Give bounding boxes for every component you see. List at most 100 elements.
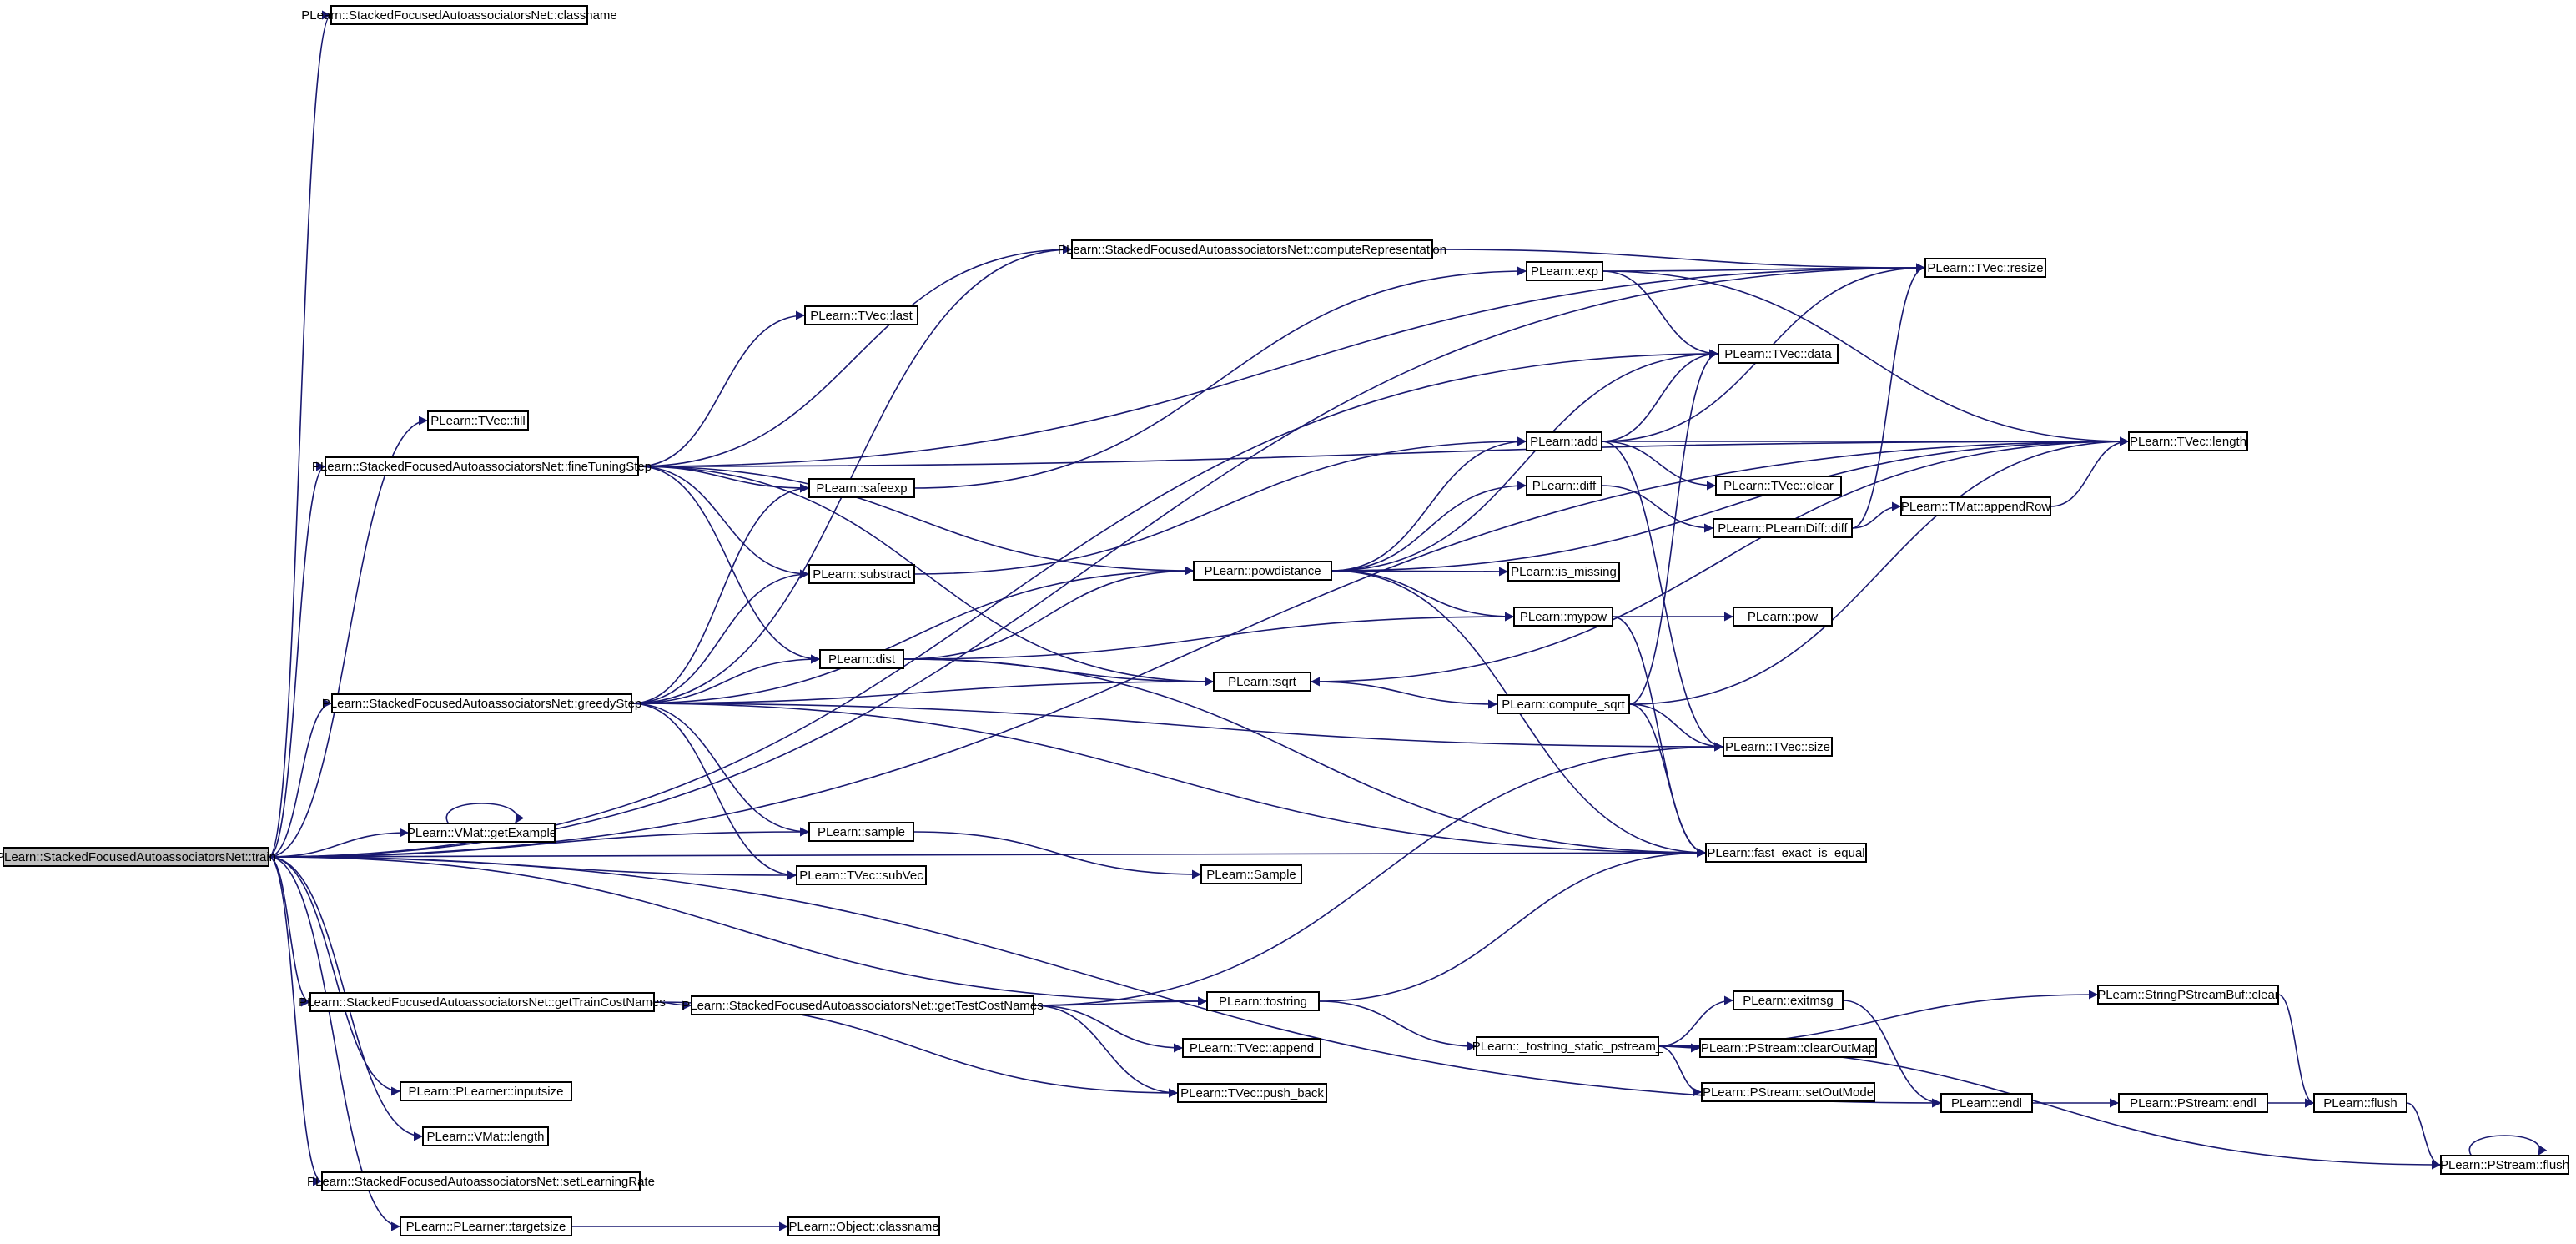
- node-box: [2118, 1093, 2268, 1113]
- graph-node-diff[interactable]: PLearn::diff: [1526, 476, 1602, 496]
- graph-node-fast_exact_is_equal[interactable]: PLearn::fast_exact_is_equal: [1705, 843, 1867, 863]
- graph-node-tostring[interactable]: PLearn::tostring: [1206, 991, 1320, 1011]
- graph-node-classname_sfan[interactable]: PLearn::StackedFocusedAutoassociatorsNet…: [301, 5, 617, 25]
- graph-node-dist[interactable]: PLearn::dist: [819, 649, 904, 669]
- node-box: [1497, 694, 1630, 714]
- graph-node-add[interactable]: PLearn::add: [1526, 431, 1602, 451]
- graph-node-exitmsg[interactable]: PLearn::exitmsg: [1733, 990, 1844, 1010]
- node-box: [330, 5, 588, 25]
- graph-node-sqrt[interactable]: PLearn::sqrt: [1213, 672, 1311, 692]
- edge-train-to-endl: [268, 856, 1942, 1108]
- graph-node-tmat_appendRow[interactable]: PLearn::TMat::appendRow: [1900, 496, 2051, 516]
- edge-train-to-sample: [268, 827, 810, 858]
- node-box: [2440, 1155, 2569, 1175]
- graph-node-tvec_subVec[interactable]: PLearn::TVec::subVec: [796, 865, 927, 885]
- edge-tostring-to-fast_exact_is_equal: [1318, 848, 1707, 1002]
- graph-node-tvec_length[interactable]: PLearn::TVec::length: [2128, 431, 2248, 451]
- graph-node-greedyStep[interactable]: PLearn::StackedFocusedAutoassociatorsNet…: [322, 693, 642, 713]
- edge-dist-to-powdistance: [903, 566, 1195, 660]
- node-box: [1713, 518, 1853, 538]
- graph-node-tvec_clear[interactable]: PLearn::TVec::clear: [1715, 476, 1842, 496]
- edge-train-to-classname_sfan: [268, 10, 332, 858]
- node-box: [321, 1171, 641, 1191]
- edge-train-to-vmat_getExample: [268, 828, 410, 858]
- graph-node-is_missing[interactable]: PLearn::is_missing: [1507, 562, 1620, 582]
- edge-compute_sqrt-to-fast_exact_is_equal: [1628, 703, 1707, 858]
- edge-powdistance-to-tvec_length: [1331, 436, 2130, 572]
- graph-node-tvec_last[interactable]: PLearn::TVec::last: [804, 305, 918, 325]
- graph-node-plearndiff_diff[interactable]: PLearn::PLearnDiff::diff: [1713, 518, 1853, 538]
- edge-greedyStep-to-safeexp: [631, 483, 810, 704]
- edge-greedyStep-to-sample: [631, 703, 810, 837]
- graph-node-flush[interactable]: PLearn::flush: [2313, 1093, 2407, 1113]
- graph-node-computeRepresentation[interactable]: PLearn::StackedFocusedAutoassociatorsNet…: [1058, 239, 1446, 259]
- edge-getTrainCostNames-to-tvec_push_back: [653, 1001, 1179, 1098]
- edge-train-to-getTrainCostNames: [268, 856, 311, 1007]
- graph-node-tvec_fill[interactable]: PLearn::TVec::fill: [427, 410, 529, 431]
- graph-node-pstream_endl[interactable]: PLearn::PStream::endl: [2118, 1093, 2268, 1113]
- graph-node-tvec_push_back[interactable]: PLearn::TVec::push_back: [1177, 1083, 1327, 1103]
- graph-node-vmat_getExample[interactable]: PLearn::VMat::getExample: [407, 823, 556, 843]
- edge-train-to-plearner_inputsize: [268, 856, 401, 1096]
- edge-train-to-fineTuningStep: [268, 461, 326, 858]
- graph-node-sample[interactable]: PLearn::sample: [808, 822, 914, 842]
- edge-powdistance-to-tvec_data: [1331, 349, 1719, 572]
- edge-stringpstreambuf_clear-to-flush: [2277, 994, 2315, 1108]
- graph-node-pstream_flush[interactable]: PLearn::PStream::flush: [2440, 1155, 2569, 1175]
- graph-node-pstream_setOutMode[interactable]: PLearn::PStream::setOutMode: [1701, 1082, 1875, 1102]
- graph-node-vmat_length[interactable]: PLearn::VMat::length: [422, 1126, 549, 1146]
- edge-train-to-greedyStep: [268, 698, 333, 858]
- node-box: [819, 649, 904, 669]
- node-box: [325, 456, 639, 476]
- graph-node-Sample[interactable]: PLearn::Sample: [1200, 864, 1302, 884]
- graph-node-exp[interactable]: PLearn::exp: [1526, 261, 1603, 281]
- edge-add-to-tvec_clear: [1601, 441, 1717, 491]
- edge-greedyStep-to-tvec_size: [631, 703, 1724, 752]
- edge-train-to-setLearningRate: [268, 856, 323, 1186]
- edge-fineTuningStep-to-dist: [637, 466, 821, 664]
- graph-node-tvec_append[interactable]: PLearn::TVec::append: [1182, 1038, 1321, 1058]
- edge-dist-to-mypow: [903, 612, 1515, 660]
- edge-fineTuningStep-to-tvec_resize: [637, 263, 1926, 467]
- graph-node-substract[interactable]: PLearn::substract: [808, 564, 915, 584]
- edge-greedyStep-to-dist: [631, 654, 821, 704]
- edge-train-to-tvec_resize: [268, 263, 1926, 858]
- edge-train-to-tvec_fill: [268, 416, 429, 858]
- graph-node-powdistance[interactable]: PLearn::powdistance: [1193, 561, 1332, 581]
- graph-node-safeexp[interactable]: PLearn::safeexp: [808, 478, 915, 498]
- graph-node-mypow[interactable]: PLearn::mypow: [1513, 607, 1613, 627]
- node-label: PLearn::StackedFocusedAutoassociatorsNet…: [301, 8, 617, 23]
- node-label: PLearn::TVec::data: [1724, 347, 1832, 361]
- node-box: [1071, 239, 1433, 259]
- node-label: PLearn::exp: [1531, 264, 1598, 279]
- graph-node-tvec_data[interactable]: PLearn::TVec::data: [1718, 344, 1839, 364]
- graph-node-pstream_clearOutMap[interactable]: PLearn::PStream::clearOutMap: [1699, 1038, 1877, 1058]
- graph-node-stringpstreambuf_clear[interactable]: PLearn::StringPStreamBuf::clear: [2097, 985, 2279, 1005]
- graph-node-getTrainCostNames[interactable]: PLearn::StackedFocusedAutoassociatorsNet…: [299, 992, 666, 1012]
- graph-node-plearner_inputsize[interactable]: PLearn::PLearner::inputsize: [400, 1081, 572, 1101]
- graph-node-fineTuningStep[interactable]: PLearn::StackedFocusedAutoassociatorsNet…: [312, 456, 652, 476]
- graph-node-tvec_size[interactable]: PLearn::TVec::size: [1723, 737, 1833, 757]
- graph-node-getTestCostNames[interactable]: PLearn::StackedFocusedAutoassociatorsNet…: [682, 995, 1044, 1015]
- node-label: PLearn::TVec::push_back: [1180, 1086, 1324, 1100]
- node-label: PLearn::is_missing: [1511, 565, 1617, 579]
- edge-getTestCostNames-to-tvec_push_back: [1033, 1005, 1179, 1098]
- graph-node-tostring_static_pstream[interactable]: PLearn::_tostring_static_pstream_: [1472, 1036, 1663, 1056]
- node-box: [1526, 261, 1603, 281]
- node-box: [1718, 344, 1839, 364]
- graph-node-plearner_targetsize[interactable]: PLearn::PLearner::targetsize: [400, 1216, 572, 1236]
- graph-node-pow[interactable]: PLearn::pow: [1733, 607, 1833, 627]
- graph-node-compute_sqrt[interactable]: PLearn::compute_sqrt: [1497, 694, 1630, 714]
- edge-tostring_static_pstream-to-exitmsg: [1658, 995, 1734, 1047]
- node-box: [1513, 607, 1613, 627]
- edge-exp-to-tvec_length: [1602, 270, 2130, 446]
- graph-node-object_classname[interactable]: PLearn::Object::classname: [787, 1216, 940, 1236]
- node-layer: PLearn::StackedFocusedAutoassociatorsNet…: [0, 5, 2569, 1236]
- graph-node-tvec_resize[interactable]: PLearn::TVec::resize: [1924, 258, 2046, 278]
- node-label: PLearn::exitmsg: [1743, 994, 1833, 1008]
- graph-node-train[interactable]: PLearn::StackedFocusedAutoassociatorsNet…: [0, 847, 276, 867]
- graph-node-setLearningRate[interactable]: PLearn::StackedFocusedAutoassociatorsNet…: [307, 1171, 655, 1191]
- edge-greedyStep-to-tvec_subVec: [631, 703, 797, 880]
- node-box: [1177, 1083, 1327, 1103]
- graph-node-endl[interactable]: PLearn::endl: [1940, 1093, 2033, 1113]
